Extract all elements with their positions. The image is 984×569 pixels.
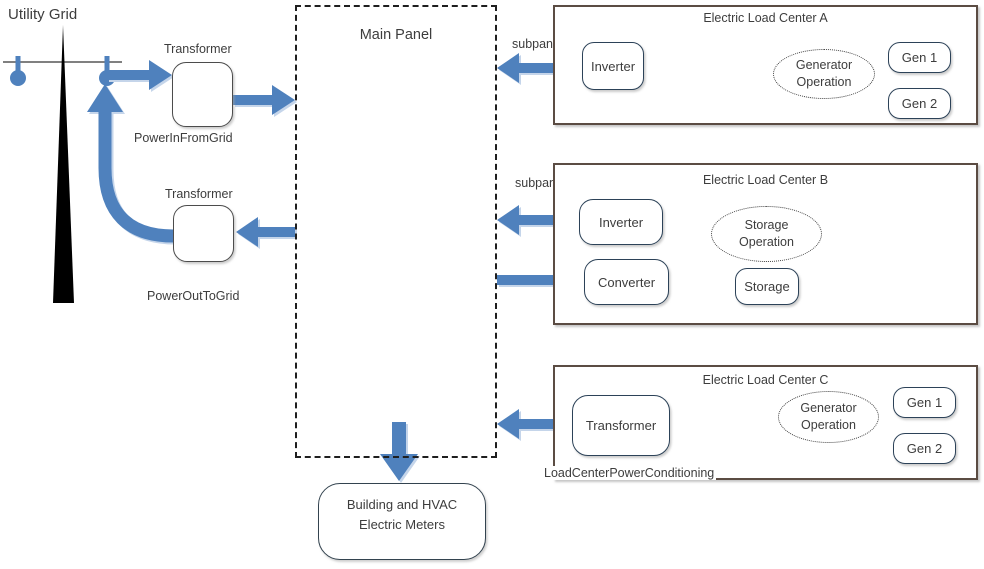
inverter-a-label: Inverter xyxy=(590,58,636,74)
transformer-out-label: Transformer xyxy=(165,187,233,201)
load-center-a: Electric Load Center A Inverter Generato… xyxy=(553,5,978,125)
transformer-c-box: Transformer xyxy=(572,395,670,456)
transformer-in-label: Transformer xyxy=(164,42,232,56)
converter-b-box: Converter xyxy=(584,259,669,305)
storage-operation-b-line1: Storage xyxy=(744,218,789,233)
insulator-left-icon xyxy=(10,56,26,86)
storage-b-box: Storage xyxy=(735,268,799,305)
generator-operation-c-ellipse: Generator Operation xyxy=(778,391,879,443)
transformer-in-shape xyxy=(172,62,233,127)
load-center-power-conditioning-label: LoadCenterPowerConditioning xyxy=(542,466,717,480)
load-center-b: Electric Load Center B Inverter Converte… xyxy=(553,163,978,325)
utility-grid-label: Utility Grid xyxy=(8,6,78,23)
gen2-c-box: Gen 2 xyxy=(893,433,956,464)
building-meters-box: Building and HVAC Electric Meters xyxy=(318,483,486,560)
gen2-c-label: Gen 2 xyxy=(906,441,943,456)
power-in-from-grid-label: PowerInFromGrid xyxy=(134,131,233,145)
generator-operation-c-line2: Operation xyxy=(801,418,856,432)
utility-pole xyxy=(53,25,74,303)
load-center-c-title: Electric Load Center C xyxy=(702,373,829,387)
arrow-grid-to-transformer-in xyxy=(107,60,172,90)
load-center-a-title: Electric Load Center A xyxy=(703,11,828,25)
gen1-a-box: Gen 1 xyxy=(888,42,951,73)
storage-operation-b-ellipse: Storage Operation xyxy=(711,206,822,262)
load-center-b-title: Electric Load Center B xyxy=(702,173,829,187)
inverter-a-box: Inverter xyxy=(582,42,644,90)
gen2-a-label: Gen 2 xyxy=(901,96,938,111)
arrow-transformer-out-to-grid-curve xyxy=(98,108,174,243)
generator-operation-a-line2: Operation xyxy=(796,75,852,89)
building-meters-line2: Electric Meters xyxy=(359,517,445,533)
storage-b-label: Storage xyxy=(744,279,790,294)
main-panel: Main Panel xyxy=(295,5,497,458)
transformer-out-shape xyxy=(173,205,234,262)
arrow-transformer-in-to-main-panel xyxy=(233,85,295,115)
load-center-c: Electric Load Center C Transformer Gener… xyxy=(553,365,978,480)
arrow-transformer-out-to-grid-head xyxy=(87,84,123,112)
inverter-b-box: Inverter xyxy=(579,199,663,245)
transformer-c-label: Transformer xyxy=(585,418,657,433)
subpanel-a-label: subpanel xyxy=(512,37,563,51)
generator-operation-a-line1: Generator xyxy=(795,58,853,73)
insulator-right-icon xyxy=(99,56,115,86)
converter-b-label: Converter xyxy=(597,274,656,290)
gen1-c-label: Gen 1 xyxy=(906,395,943,410)
gen1-c-box: Gen 1 xyxy=(893,387,956,418)
generator-operation-a-ellipse: Generator Operation xyxy=(773,49,875,99)
storage-operation-b-line2: Operation xyxy=(739,235,794,249)
generator-operation-c-line1: Generator xyxy=(800,401,857,416)
building-meters-line1: Building and HVAC xyxy=(346,497,458,512)
inverter-b-label: Inverter xyxy=(598,214,644,230)
gen2-a-box: Gen 2 xyxy=(888,88,951,119)
gen1-a-label: Gen 1 xyxy=(901,50,938,65)
power-out-to-grid-label: PowerOutToGrid xyxy=(147,289,240,303)
arrow-main-panel-to-transformer-out xyxy=(236,217,295,247)
main-panel-label: Main Panel xyxy=(359,27,433,43)
